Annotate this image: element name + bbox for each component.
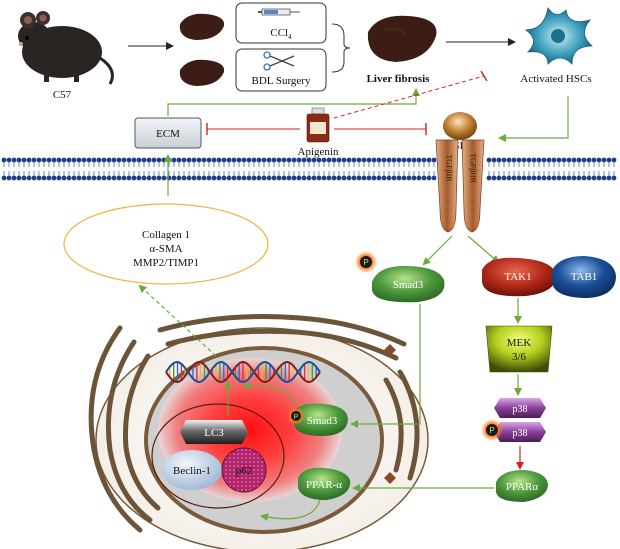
autophagy-complex-outline (151, 403, 285, 509)
liver-icon-2 (179, 59, 225, 86)
scissors-icon (263, 51, 295, 71)
p62-label: p62 (236, 465, 253, 477)
nuclear-ppar-alpha-protein (298, 467, 351, 500)
p38-label-upper: p38 (513, 404, 528, 415)
nuclear-smad3-label: Smad3 (307, 415, 338, 427)
mouse-icon (18, 11, 114, 85)
cell-membrane (1, 157, 617, 181)
receptor1-label: TGFβIR (445, 154, 454, 182)
receptor2-label: TGFβIIR (469, 153, 478, 184)
bdl-label: BDL Surgery (252, 75, 311, 87)
p38-phospho-icon (486, 424, 498, 436)
apigenin-label: Apigenin (298, 146, 339, 158)
apigenin-bottle-icon (306, 107, 330, 143)
lc3-label: LC3 (204, 427, 224, 439)
smad3-phospho-icon (360, 256, 372, 268)
tak1-protein (482, 257, 557, 297)
activated-hsc-label: Activated HSCs (520, 73, 591, 85)
nuclear-smad3-phospho-label: P (294, 414, 299, 421)
hsc-to-receptor-arrow (498, 96, 569, 142)
endoplasmic-reticulum (88, 314, 420, 533)
syringe-icon (258, 8, 300, 16)
smad3-phospho-label: P (363, 258, 368, 267)
apigenin-inhibit-hsc (333, 75, 485, 119)
receptor-type2 (461, 139, 485, 233)
ccl4-label: CCl4 (270, 27, 292, 41)
mek-protein (485, 325, 553, 373)
marker-mmp2-timp1: MMP2/TIMP1 (133, 257, 199, 269)
nuclear-smad3-to-dna-arrow (242, 381, 297, 407)
smad3-label: Smad3 (393, 279, 424, 291)
ribosome-granules (384, 344, 396, 484)
dna-to-markers-dashed-arrow (138, 284, 217, 357)
p38-label-lower: p38 (513, 428, 528, 439)
nuclear-smad3-phospho-icon (291, 411, 301, 421)
p38-protein-lower (494, 422, 546, 442)
tak1-label: TAK1 (504, 271, 531, 283)
ppar-alpha-protein (496, 470, 548, 502)
mek-label-2: 3/6 (512, 351, 527, 363)
beclin1-label: Beclin-1 (173, 465, 211, 477)
mek-label-1: MEK (507, 337, 532, 349)
liver-fibrosis-label: Liver fibrosis (367, 73, 431, 85)
ecm-label: ECM (156, 128, 180, 140)
mouse-label: C57 (53, 89, 72, 101)
ppar-alpha-label: PPARα (506, 481, 539, 493)
smad3-to-nucleus-arrow (350, 304, 421, 428)
p38-phospho-label: P (489, 426, 494, 435)
tab1-protein (552, 256, 616, 298)
p62-protein (221, 447, 267, 493)
liver-fibrosis-icon (367, 15, 437, 62)
receptor-type1 (435, 139, 459, 233)
tgfb-ligand-icon (443, 112, 477, 140)
liver-icon-1 (179, 13, 225, 40)
marker-collagen: Collagen 1 (142, 229, 190, 241)
bdl-box (235, 48, 327, 92)
receptor-to-tak1-arrow (467, 235, 500, 264)
activated-hsc-icon (524, 6, 594, 65)
ppar-to-autophagy-arrow (260, 499, 321, 522)
beclin1-protein (162, 450, 222, 490)
lc3-protein (180, 420, 248, 444)
ecm-to-fibrosis-arrow (167, 88, 420, 116)
ecm-box (134, 117, 202, 149)
smad3-protein (372, 266, 445, 303)
nuclear-smad3-protein (294, 403, 348, 436)
receptor-to-smad3-arrow (422, 235, 453, 266)
bracket (331, 23, 351, 73)
markers-ellipse (63, 203, 269, 285)
marker-asma: α-SMA (149, 243, 182, 255)
tab1-label: TAB1 (571, 271, 598, 283)
p38-protein-upper (494, 398, 546, 418)
nuclear-ppar-alpha-label: PPAR-α (306, 479, 342, 491)
